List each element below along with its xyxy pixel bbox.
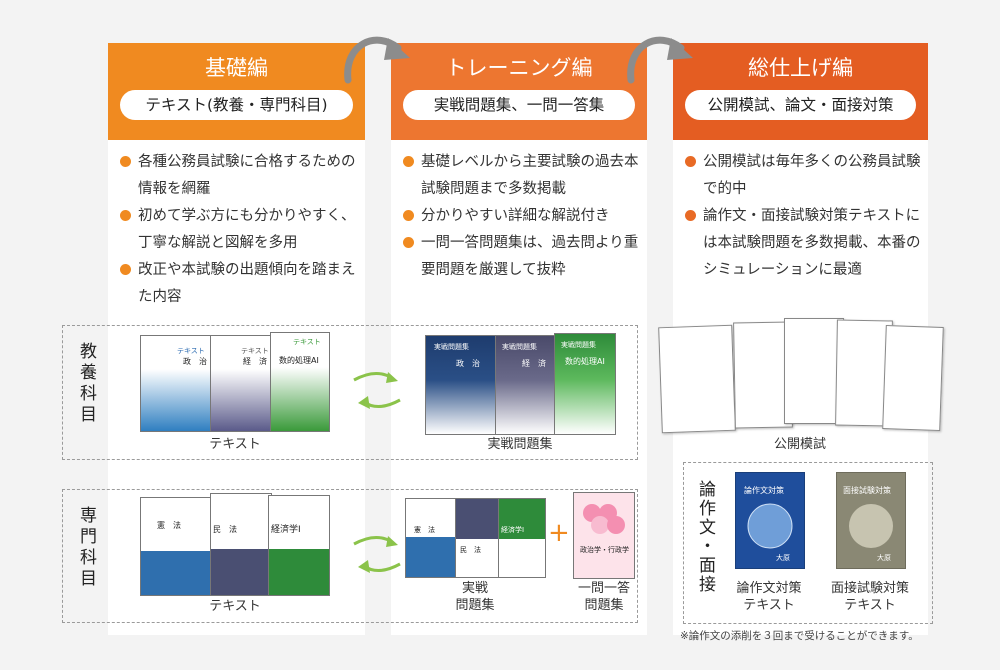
book-label: 実戦問題集 [561, 341, 596, 349]
book-title: 経 済 [243, 357, 267, 366]
book-title: 経済学Ⅰ [271, 525, 301, 535]
book-label: テキスト [293, 338, 321, 346]
book-civil-law-text: 民 法 [210, 493, 272, 596]
bullet: 一問一答問題集は、過去問より重要問題を厳選して抜粋 [401, 230, 643, 284]
book-title: 憲 法 [414, 526, 435, 534]
book-interview: 面接試験対策 大原 [836, 472, 906, 569]
swap-arrows-icon [353, 536, 401, 573]
book-politics-drill: 実戦問題集 政 治 [425, 335, 499, 435]
mock-caption: 公開模試 [773, 437, 826, 452]
mock-exam-paper [784, 318, 844, 424]
bullet: 論作文・面接試験対策テキストには本試験問題を多数掲載、本番のシミュレーションに最… [683, 203, 924, 284]
interview-caption-line2: テキスト [844, 598, 896, 613]
book-essay: 論作文対策 大原 [735, 472, 805, 569]
bullet: 初めて学ぶ方にも分かりやすく、丁寧な解説と図解を多用 [118, 203, 361, 257]
publisher: 大原 [776, 554, 790, 562]
mock-exam-paper [882, 325, 944, 431]
spec-drill-caption-line1: 実戦 [461, 581, 488, 596]
specialized-subjects-box [62, 489, 638, 623]
specialized-subjects-label: 専門科目 [76, 506, 96, 590]
book-qa: 政治学・行政学 [573, 492, 635, 579]
basic-title: 基礎編 [205, 56, 268, 80]
book-economics-drill: 経済学Ⅰ [498, 498, 546, 578]
essay-interview-box [683, 462, 933, 624]
book-title: 民 法 [460, 546, 481, 554]
bullet: 公開模試は毎年多くの公務員試験で的中 [683, 149, 924, 203]
essay-interview-label: 論作文・面接 [695, 480, 715, 594]
essay-caption-line1: 論作文対策 [736, 581, 802, 596]
book-title: 政 治 [183, 357, 207, 366]
mock-exam-paper [658, 324, 736, 434]
basic-subtitle: テキスト(教養・専門科目) [120, 90, 353, 120]
book-constitution-drill: 憲 法 [405, 498, 462, 578]
book-civil-law-drill: 民 法 [455, 498, 505, 578]
plus-icon: + [548, 518, 570, 548]
book-title: 数的処理AⅠ [565, 357, 605, 366]
swap-arrows-icon [353, 372, 401, 409]
footnote: ※論作文の添削を３回まで受けることができます。 [680, 630, 919, 642]
specialized-text-caption: テキスト [209, 599, 261, 614]
training-bullets: 基礎レベルから主要試験の過去本試験問題まで多数掲載 分かりやすい詳細な解説付き … [401, 149, 643, 284]
book-economics-drill: 実戦問題集 経 済 [495, 335, 559, 435]
spec-qa-caption-line2: 問題集 [584, 598, 624, 613]
final-bullets: 公開模試は毎年多くの公務員試験で的中 論作文・面接試験対策テキストには本試験問題… [683, 149, 924, 284]
book-economics-text: テキスト 経 済 [210, 335, 274, 432]
book-label: 実戦問題集 [502, 343, 537, 351]
general-subjects-box [62, 325, 638, 460]
final-header: 総仕上げ編 公開模試、論文・面接対策 [673, 43, 928, 140]
curved-arrow-icon [344, 36, 410, 84]
interview-caption-line1: 面接試験対策 [830, 581, 909, 596]
bullet: 各種公務員試験に合格するための情報を網羅 [118, 149, 361, 203]
final-subtitle: 公開模試、論文・面接対策 [685, 90, 916, 120]
book-label: テキスト [241, 347, 269, 355]
training-title: トレーニング編 [445, 56, 593, 80]
book-math-drill: 実戦問題集 数的処理AⅠ [554, 333, 616, 435]
general-subjects-label: 教養科目 [76, 342, 96, 426]
curved-arrow-icon [627, 36, 693, 84]
book-title: 政治学・行政学 [580, 546, 629, 554]
basic-header: 基礎編 テキスト(教養・専門科目) [108, 43, 365, 140]
training-subtitle: 実戦問題集、一問一答集 [403, 90, 635, 120]
basic-bullets: 各種公務員試験に合格するための情報を網羅 初めて学ぶ方にも分かりやすく、丁寧な解… [118, 149, 361, 311]
essay-caption-line2: テキスト [743, 598, 795, 613]
book-title: 憲 法 [157, 521, 181, 530]
book-title: 政 治 [456, 359, 480, 368]
book-economics-text: 経済学Ⅰ [268, 495, 330, 596]
book-politics-text: テキスト 政 治 [140, 335, 212, 432]
book-title: 経済学Ⅰ [501, 526, 525, 534]
spec-drill-caption-line2: 問題集 [455, 598, 495, 613]
book-label: 実戦問題集 [434, 343, 469, 351]
bullet: 改正や本試験の出題傾向を踏まえた内容 [118, 257, 361, 311]
general-drill-caption: 実戦問題集 [487, 437, 553, 452]
spec-qa-caption-line1: 一問一答 [577, 581, 630, 596]
book-title: 民 法 [213, 525, 237, 534]
book-title: 経 済 [522, 359, 546, 368]
book-label: テキスト [177, 347, 205, 355]
publisher: 大原 [877, 554, 891, 562]
book-math-text: テキスト 数的処理AⅠ [270, 332, 330, 432]
final-title: 総仕上げ編 [748, 56, 853, 80]
general-text-caption: テキスト [209, 437, 261, 452]
book-title: 数的処理AⅠ [279, 356, 319, 365]
bullet: 分かりやすい詳細な解説付き [401, 203, 643, 230]
book-title: 論作文対策 [744, 486, 784, 495]
training-header: トレーニング編 実戦問題集、一問一答集 [391, 43, 647, 140]
book-title: 面接試験対策 [843, 486, 891, 495]
book-constitution-text: 憲 法 [140, 497, 214, 596]
bullet: 基礎レベルから主要試験の過去本試験問題まで多数掲載 [401, 149, 643, 203]
